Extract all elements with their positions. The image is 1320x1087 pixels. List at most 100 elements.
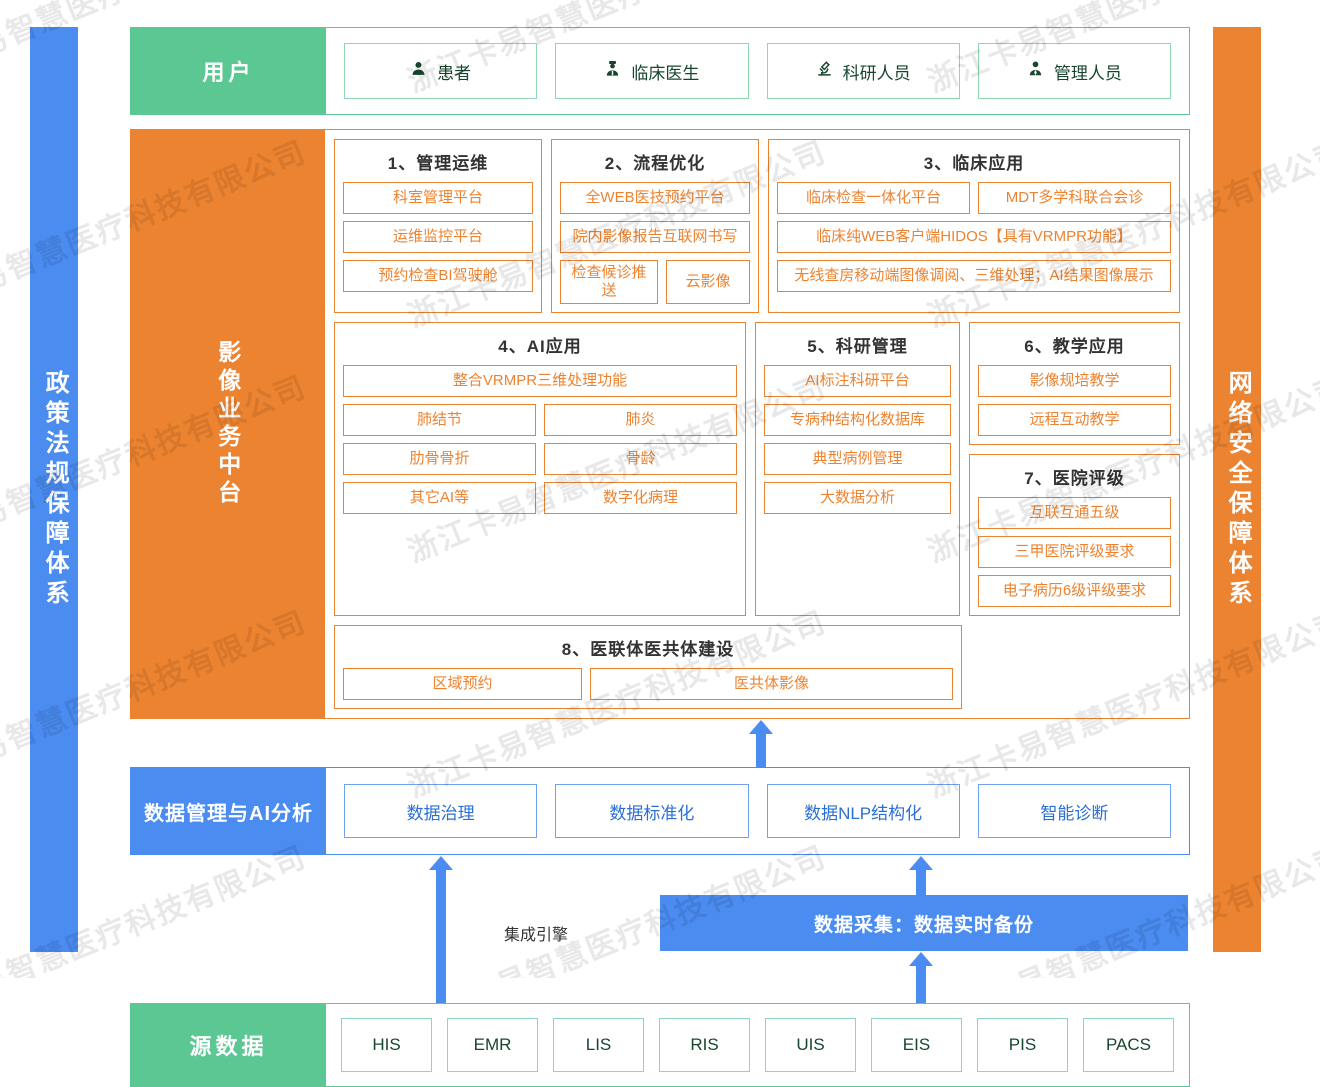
arrow-data-to-core: [749, 720, 773, 767]
data-collection-bar: 数据采集：数据实时备份: [660, 895, 1188, 951]
core-cell[interactable]: 互联互通五级: [978, 497, 1171, 529]
core-cell[interactable]: 影像规培教学: [978, 365, 1171, 397]
group-process-optimization: 2、流程优化 全WEB医技预约平台 院内影像报告互联网书写 检查候诊推送 云影像: [551, 139, 759, 313]
core-cell[interactable]: 远程互动教学: [978, 404, 1171, 436]
core-cell[interactable]: 科室管理平台: [343, 182, 533, 214]
group-cell-row: 其它AI等 数字化病理: [343, 482, 737, 514]
source-card-uis[interactable]: UIS: [765, 1018, 856, 1072]
group-cell-row: 全WEB医技预约平台: [560, 182, 750, 214]
core-tier-top: 1、管理运维 科室管理平台 运维监控平台 预约检查BI驾驶舱 2、流程优化 全W…: [334, 139, 1180, 313]
group-cell-row: 检查候诊推送 云影像: [560, 260, 750, 304]
core-groups-teaching-rating: 6、教学应用 影像规培教学 远程互动教学 7、医院评级 互联互通五级: [969, 322, 1180, 616]
arrow-source-to-collection: [909, 952, 933, 1003]
core-cell[interactable]: 检查候诊推送: [560, 260, 658, 304]
group-title: 8、医联体医共体建设: [561, 640, 735, 659]
group-clinical-application: 3、临床应用 临床检查一体化平台 MDT多学科联合会诊 临床纯WEB客户端HID…: [768, 139, 1180, 313]
core-cell[interactable]: 骨龄: [544, 443, 737, 475]
data-card-governance[interactable]: 数据治理: [344, 784, 538, 838]
core-cell[interactable]: 区域预约: [343, 668, 583, 700]
group-cell-row: 典型病例管理: [764, 443, 951, 475]
patient-icon: [410, 60, 427, 82]
source-card-emr[interactable]: EMR: [447, 1018, 538, 1072]
connector-band-upper: [130, 719, 1190, 767]
data-management-layer: 数据管理与AI分析 数据治理 数据标准化 数据NLP结构化 智能诊断: [130, 767, 1190, 855]
user-card-clinician[interactable]: 临床医生: [555, 43, 749, 99]
data-card-nlp-structuring[interactable]: 数据NLP结构化: [766, 784, 960, 838]
user-card-label: 患者: [437, 63, 472, 83]
arrow-collection-to-data: [909, 856, 933, 895]
core-layer-body: 1、管理运维 科室管理平台 运维监控平台 预约检查BI驾驶舱 2、流程优化 全W…: [325, 129, 1190, 719]
microscope-icon: [816, 60, 833, 82]
core-cell[interactable]: AI标注科研平台: [764, 365, 951, 397]
group-cell-row: 电子病历6级评级要求: [978, 575, 1171, 607]
core-cell[interactable]: 无线查房移动端图像调阅、三维处理；AI结果图像展示: [777, 260, 1171, 292]
group-cell-row: 无线查房移动端图像调阅、三维处理；AI结果图像展示: [777, 260, 1171, 292]
core-tier-middle: 4、AI应用 整合VRMPR三维处理功能 肺结节 肺炎 肋骨骨折 骨龄 其它AI…: [334, 322, 1180, 616]
core-cell[interactable]: 肺结节: [343, 404, 536, 436]
core-cell[interactable]: 三甲医院评级要求: [978, 536, 1171, 568]
user-card-label: 科研人员: [842, 63, 911, 83]
source-data-items: HIS EMR LIS RIS UIS EIS PIS PACS: [326, 1004, 1189, 1086]
group-cell-row: 肺结节 肺炎: [343, 404, 737, 436]
imaging-business-midplatform-layer: 影像业务中台 1、管理运维 科室管理平台 运维监控平台 预约检查BI驾驶舱: [130, 129, 1190, 719]
core-cell[interactable]: MDT多学科联合会诊: [978, 182, 1171, 214]
source-card-his[interactable]: HIS: [341, 1018, 432, 1072]
group-cell-row: AI标注科研平台: [764, 365, 951, 397]
group-teaching-application: 6、教学应用 影像规培教学 远程互动教学: [969, 322, 1180, 445]
core-cell[interactable]: 专病种结构化数据库: [764, 404, 951, 436]
user-card-label: 管理人员: [1053, 63, 1122, 83]
group-cell-row: 专病种结构化数据库: [764, 404, 951, 436]
group-title: 2、流程优化: [604, 154, 706, 173]
core-cell[interactable]: 肋骨骨折: [343, 443, 536, 475]
user-layer-label: 用户: [131, 28, 326, 114]
core-cell[interactable]: 云影像: [666, 260, 750, 304]
group-cell-row: 三甲医院评级要求: [978, 536, 1171, 568]
core-cell[interactable]: 其它AI等: [343, 482, 536, 514]
user-layer: 用户 患者 临床医生 科研人员: [130, 27, 1190, 115]
core-cell[interactable]: 全WEB医技预约平台: [560, 182, 750, 214]
source-card-pis[interactable]: PIS: [977, 1018, 1068, 1072]
source-card-ris[interactable]: RIS: [659, 1018, 750, 1072]
core-cell[interactable]: 整合VRMPR三维处理功能: [343, 365, 737, 397]
core-cell[interactable]: 数字化病理: [544, 482, 737, 514]
user-card-patient[interactable]: 患者: [344, 43, 538, 99]
core-cell[interactable]: 大数据分析: [764, 482, 951, 514]
pillar-network-security: 网络安全保障体系: [1213, 27, 1261, 952]
group-cell-row: 临床检查一体化平台 MDT多学科联合会诊: [777, 182, 1171, 214]
group-cell-row: 远程互动教学: [978, 404, 1171, 436]
core-cell[interactable]: 典型病例管理: [764, 443, 951, 475]
source-data-layer: 源数据 HIS EMR LIS RIS UIS EIS PIS PACS: [130, 1003, 1190, 1087]
group-title: 3、临床应用: [923, 154, 1025, 173]
group-cell-row: 预约检查BI驾驶舱: [343, 260, 533, 292]
source-card-pacs[interactable]: PACS: [1083, 1018, 1174, 1072]
data-card-intelligent-diagnosis[interactable]: 智能诊断: [977, 784, 1171, 838]
core-layer-label: 影像业务中台: [130, 129, 325, 719]
core-cell[interactable]: 临床检查一体化平台: [777, 182, 970, 214]
source-card-lis[interactable]: LIS: [553, 1018, 644, 1072]
core-cell[interactable]: 运维监控平台: [343, 221, 533, 253]
doctor-icon: [604, 60, 621, 82]
core-cell[interactable]: 院内影像报告互联网书写: [560, 221, 750, 253]
core-cell[interactable]: 医共体影像: [590, 668, 953, 700]
core-cell[interactable]: 电子病历6级评级要求: [978, 575, 1171, 607]
user-card-administrator[interactable]: 管理人员: [977, 43, 1171, 99]
group-management-ops: 1、管理运维 科室管理平台 运维监控平台 预约检查BI驾驶舱: [334, 139, 542, 313]
architecture-stack: 用户 患者 临床医生 科研人员: [130, 27, 1190, 1087]
user-card-researcher[interactable]: 科研人员: [766, 43, 960, 99]
group-cell-row: 临床纯WEB客户端HIDOS【具有VRMPR功能】: [777, 221, 1171, 253]
core-cell[interactable]: 预约检查BI驾驶舱: [343, 260, 533, 292]
group-cell-row: 整合VRMPR三维处理功能: [343, 365, 737, 397]
group-cell-row: 院内影像报告互联网书写: [560, 221, 750, 253]
group-cell-row: 科室管理平台: [343, 182, 533, 214]
core-tier-middle-right: 5、科研管理 AI标注科研平台 专病种结构化数据库 典型病例管理 大数据分析: [755, 322, 1180, 616]
data-card-standardization[interactable]: 数据标准化: [555, 784, 749, 838]
group-medical-alliance: 8、医联体医共体建设 区域预约 医共体影像: [334, 625, 962, 709]
group-title: 5、科研管理: [807, 337, 908, 356]
core-cell[interactable]: 肺炎: [544, 404, 737, 436]
core-cell[interactable]: 临床纯WEB客户端HIDOS【具有VRMPR功能】: [777, 221, 1171, 253]
group-hospital-rating: 7、医院评级 互联互通五级 三甲医院评级要求 电子病历6级评级要求: [969, 454, 1180, 616]
pillar-policy-regulation: 政策法规保障体系: [30, 27, 78, 952]
group-cell-row: 互联互通五级: [978, 497, 1171, 529]
source-card-eis[interactable]: EIS: [871, 1018, 962, 1072]
group-title: 4、AI应用: [498, 337, 582, 356]
